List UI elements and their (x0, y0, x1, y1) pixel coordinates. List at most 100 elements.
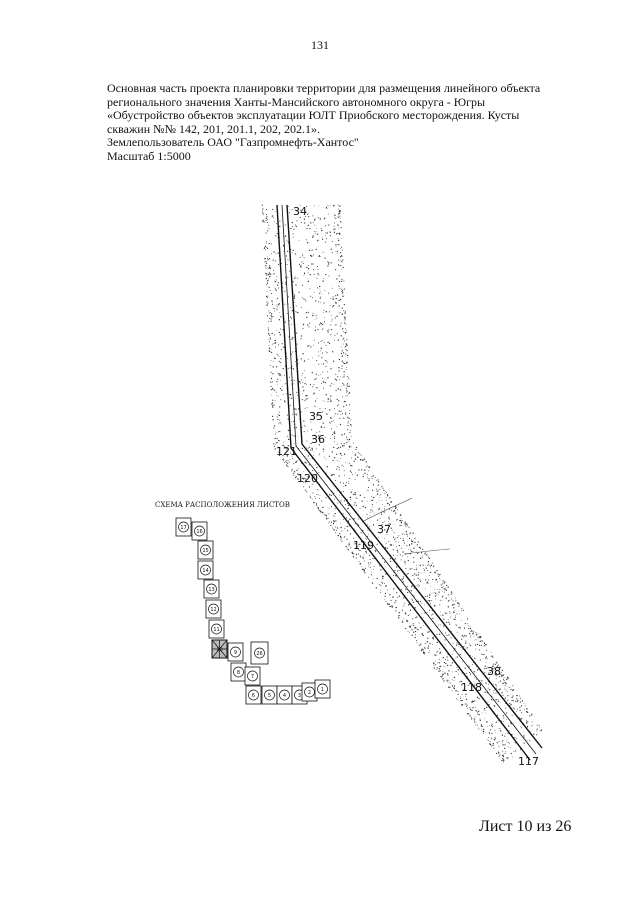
stipple-dot (510, 688, 512, 691)
stipple-dot (419, 600, 421, 603)
stipple-dot (407, 535, 408, 537)
stipple-dot (270, 360, 272, 361)
stipple-dot (479, 635, 481, 638)
stipple-dot (421, 612, 423, 614)
stipple-dot (484, 709, 486, 711)
stipple-dot (511, 734, 513, 736)
stipple-dot (292, 252, 293, 254)
stipple-dot (326, 361, 328, 363)
stipple-dot (265, 295, 268, 298)
stipple-dot (392, 536, 395, 538)
stipple-dot (502, 755, 505, 758)
stipple-dot (324, 317, 325, 318)
sheet-cell: 13 (203, 579, 220, 599)
stipple-dot (464, 703, 466, 705)
stipple-dot (359, 549, 361, 552)
stipple-dot (324, 290, 326, 291)
stipple-dot (355, 446, 358, 449)
stipple-dot (334, 508, 336, 510)
stipple-dot (345, 353, 347, 355)
stipple-dot (276, 233, 278, 235)
stipple-dot (408, 573, 409, 575)
stipple-dot (394, 538, 396, 540)
stipple-dot (441, 586, 443, 589)
stipple-dot (443, 618, 445, 620)
stipple-dot (536, 734, 538, 736)
stipple-dot (350, 419, 352, 421)
stipple-dot (441, 676, 442, 678)
stipple-dot (516, 698, 518, 700)
stipple-dot (385, 491, 386, 492)
stipple-dot (470, 672, 471, 674)
stipple-dot (272, 304, 273, 305)
stipple-dot (327, 260, 328, 262)
stipple-dot (342, 490, 344, 493)
stipple-dot (397, 551, 399, 553)
stipple-dot (371, 582, 374, 584)
stipple-dot (345, 404, 347, 406)
stipple-dot (393, 544, 394, 546)
stipple-dot (301, 447, 303, 450)
stipple-dot (339, 218, 341, 219)
stipple-dot (292, 472, 294, 474)
stipple-dot (321, 229, 323, 232)
stipple-dot (292, 281, 294, 283)
stipple-dot (347, 530, 349, 532)
stipple-dot (333, 228, 335, 230)
stipple-dot (389, 544, 391, 546)
stipple-dot (375, 587, 377, 589)
stipple-dot (497, 720, 499, 722)
stipple-dot (422, 634, 424, 637)
stipple-dot (449, 686, 451, 688)
stipple-dot (341, 530, 343, 532)
stipple-dot (343, 303, 345, 306)
stipple-dot (314, 417, 316, 419)
stipple-dot (484, 707, 486, 710)
stipple-dot (327, 376, 329, 379)
stipple-dot (296, 414, 298, 416)
stipple-dot (300, 358, 302, 360)
stipple-dot (318, 255, 320, 258)
stipple-dot (274, 211, 276, 212)
stipple-dot (372, 510, 374, 512)
stipple-dot (269, 273, 272, 275)
stipple-dot (379, 488, 381, 490)
stipple-dot (340, 248, 341, 249)
stipple-dot (477, 633, 479, 635)
stipple-dot (424, 642, 426, 644)
stipple-dot (321, 328, 323, 330)
stipple-dot (385, 524, 387, 527)
stipple-dot (520, 718, 522, 720)
stipple-dot (269, 312, 271, 313)
stipple-dot (292, 367, 294, 369)
stipple-dot (472, 706, 474, 709)
stipple-dot (319, 322, 322, 324)
stipple-dot (408, 614, 410, 615)
stipple-dot (341, 288, 343, 290)
stipple-dot (462, 688, 464, 690)
stipple-dot (290, 249, 292, 251)
stipple-dot (355, 547, 357, 549)
stipple-dot (427, 647, 429, 649)
stipple-dot (316, 233, 319, 235)
stipple-dot (427, 594, 429, 596)
stipple-dot (330, 297, 332, 299)
stipple-dot (376, 577, 378, 580)
stipple-dot (318, 292, 320, 294)
stipple-dot (448, 686, 450, 688)
stipple-dot (266, 240, 267, 242)
stipple-dot (358, 451, 359, 453)
stipple-dot (308, 249, 311, 252)
stipple-dot (398, 612, 400, 614)
stipple-dot (348, 440, 350, 442)
stipple-dot (366, 489, 368, 491)
stipple-dot (396, 509, 398, 511)
stipple-dot (493, 692, 495, 694)
stipple-dot (520, 705, 523, 707)
stipple-dot (339, 211, 341, 213)
stipple-dot (379, 584, 381, 586)
stipple-dot (272, 260, 274, 262)
stipple-dot (276, 437, 278, 440)
stipple-dot (307, 430, 309, 432)
stipple-dot (378, 481, 380, 483)
